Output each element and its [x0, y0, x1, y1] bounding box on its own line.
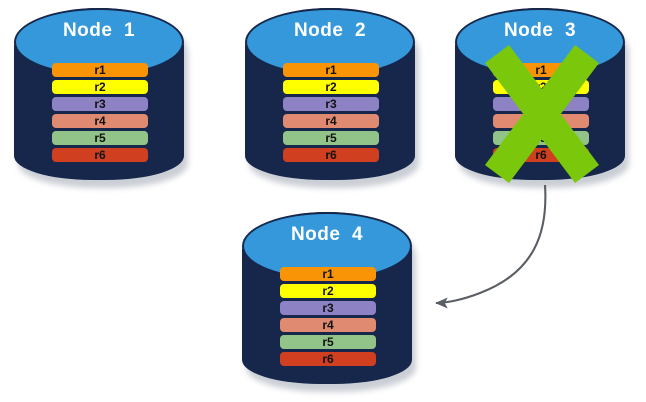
row-r4: r4	[493, 114, 589, 128]
node-rows: r1 r2 r3 r4 r5 r6	[52, 63, 148, 162]
node-label: Node 3	[503, 20, 577, 41]
row-r2: r2	[283, 80, 379, 94]
row-r3: r3	[283, 97, 379, 111]
row-r1: r1	[283, 63, 379, 77]
node-1[interactable]: Node 1 r1 r2 r3 r4 r5 r6	[14, 8, 188, 188]
node-label: Node 2	[293, 20, 367, 41]
row-r2: r2	[280, 284, 376, 298]
node-rows: r1 r2 r3 r4 r5 r6	[493, 63, 589, 162]
node-label: Node 1	[62, 20, 136, 41]
row-r5: r5	[493, 131, 589, 145]
arrow-curve	[435, 184, 547, 309]
row-r6: r6	[493, 148, 589, 162]
row-r6: r6	[52, 148, 148, 162]
row-r2: r2	[52, 80, 148, 94]
row-r4: r4	[280, 318, 376, 332]
row-r5: r5	[280, 335, 376, 349]
node-4[interactable]: Node 4 r1 r2 r3 r4 r5 r6	[242, 212, 416, 392]
node-2[interactable]: Node 2 r1 r2 r3 r4 r5 r6	[245, 8, 419, 188]
row-r1: r1	[52, 63, 148, 77]
row-r5: r5	[52, 131, 148, 145]
node-rows: r1 r2 r3 r4 r5 r6	[283, 63, 379, 162]
row-r4: r4	[52, 114, 148, 128]
row-r3: r3	[280, 301, 376, 315]
row-r4: r4	[283, 114, 379, 128]
node-rows: r1 r2 r3 r4 r5 r6	[280, 267, 376, 366]
row-r2: r2	[493, 80, 589, 94]
row-r3: r3	[52, 97, 148, 111]
row-r5: r5	[283, 131, 379, 145]
row-r1: r1	[493, 63, 589, 77]
node-label: Node 4	[290, 224, 364, 245]
row-r3: r3	[493, 97, 589, 111]
row-r1: r1	[280, 267, 376, 281]
row-r6: r6	[280, 352, 376, 366]
row-r6: r6	[283, 148, 379, 162]
node-3[interactable]: Node 3 r1 r2 r3 r4 r5 r6	[455, 8, 629, 188]
